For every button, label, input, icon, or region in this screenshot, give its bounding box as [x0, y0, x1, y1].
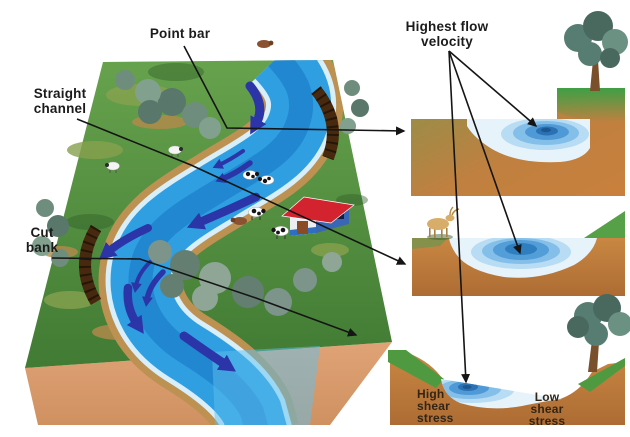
bank-tree	[564, 11, 628, 91]
pointer-cut-bank-to-section3	[51, 257, 358, 337]
sheep	[105, 145, 183, 173]
cows	[230, 40, 289, 239]
pointer-highest-flow-section1	[448, 50, 538, 127]
goat	[427, 206, 460, 240]
label-line: stress	[417, 411, 454, 425]
bank-tree	[567, 294, 630, 372]
cut-bank-texture	[79, 86, 339, 306]
meandering-river	[98, 60, 344, 425]
label-line: channel	[33, 101, 87, 116]
label-high-shear-stress: High shear stress	[417, 388, 479, 424]
label-line: Low	[534, 390, 560, 404]
label-line: Point bar	[149, 26, 211, 41]
label-line: Cut	[30, 225, 54, 240]
pointer-straight-channel-to-section2	[76, 118, 407, 265]
flow-direction-arrows	[98, 81, 267, 372]
label-line: shear	[530, 402, 564, 416]
pointer-highest-flow-section3	[448, 50, 471, 384]
label-low-shear-stress: Low shear stress	[512, 391, 582, 427]
cross-section-meander-bend	[411, 11, 628, 196]
label-point-bar: Point bar	[130, 26, 230, 41]
label-line: Highest flow	[405, 19, 489, 34]
river-front-cross-section	[212, 346, 320, 425]
label-line: High	[417, 387, 445, 401]
tree-clusters	[32, 70, 369, 316]
pointer-lines	[51, 45, 538, 384]
label-line: stress	[528, 414, 566, 428]
label-line: Straight	[33, 86, 87, 101]
label-highest-flow-velocity: Highest flow velocity	[391, 19, 503, 49]
label-straight-channel: Straight channel	[18, 86, 102, 116]
pointer-point-bar-to-section1	[183, 45, 406, 136]
label-line: bank	[25, 240, 59, 255]
label-line: velocity	[421, 34, 473, 49]
pointer-highest-flow-section2	[448, 50, 522, 255]
label-cut-bank: Cut bank	[10, 225, 74, 255]
cross-section-straight-channel	[412, 206, 625, 296]
label-line: shear	[417, 399, 451, 413]
